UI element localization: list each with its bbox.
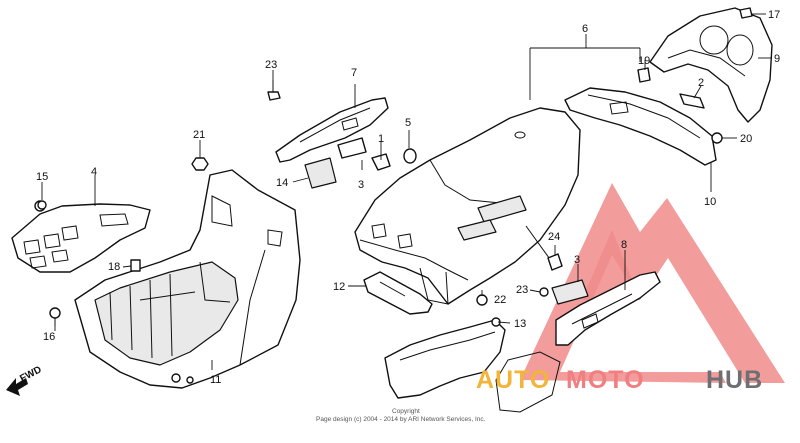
fwd-indicator: FWD <box>6 364 44 396</box>
part-4-tray-bracket <box>11 200 151 273</box>
callout-18: 18 <box>108 261 120 273</box>
part-14-pad <box>304 157 337 189</box>
callout-4: 4 <box>91 166 97 178</box>
part-3-damper-upper <box>337 137 367 159</box>
callout-14: 14 <box>276 177 288 189</box>
callout-23-upper: 23 <box>265 59 277 71</box>
callout-20: 20 <box>740 133 752 145</box>
part-15-bolt <box>37 200 47 210</box>
callout-16: 16 <box>43 331 55 343</box>
part-23-screw-lower <box>539 287 549 297</box>
copyright-line2: Page design (c) 2004 - 2014 by ARI Netwo… <box>316 416 486 423</box>
callout-5: 5 <box>405 117 411 129</box>
part-12-bracket <box>363 271 433 315</box>
part-9-tail-cowl <box>649 7 773 123</box>
callout-17: 17 <box>768 9 780 21</box>
callout-1: 1 <box>378 133 384 145</box>
callout-numbers: 1 2 3 3 4 5 6 7 8 9 10 11 12 13 14 15 16… <box>36 9 780 386</box>
watermark-auto: AUTO <box>476 366 550 394</box>
callout-10: 10 <box>704 196 716 208</box>
part-5-grommet <box>403 148 417 164</box>
callout-21: 21 <box>193 129 205 141</box>
copyright-line1: Copyright <box>392 408 420 415</box>
callout-19: 19 <box>638 55 650 67</box>
part-20-nut <box>711 132 723 144</box>
part-21-nut <box>191 157 209 171</box>
callout-8: 8 <box>621 239 627 251</box>
callout-7: 7 <box>351 67 357 79</box>
callout-15: 15 <box>36 171 48 183</box>
callout-23-lower: 23 <box>516 284 528 296</box>
watermark-moto: MOTO <box>566 366 645 394</box>
callout-24: 24 <box>548 231 560 243</box>
part-7-trim <box>275 97 389 163</box>
part-10-frame-bracket <box>564 87 717 166</box>
copyright-notice: Copyright Page design (c) 2004 - 2014 by… <box>316 408 486 423</box>
part-22-nut <box>476 294 488 306</box>
part-17-screw <box>739 7 753 19</box>
callout-22: 22 <box>494 294 506 306</box>
callout-3-upper: 3 <box>358 179 364 191</box>
fwd-arrow-icon <box>6 378 28 396</box>
fwd-label: FWD <box>18 364 43 384</box>
callout-2: 2 <box>698 77 704 89</box>
callout-13: 13 <box>514 318 526 330</box>
part-11-storage-box <box>74 169 301 389</box>
part-19-clip <box>637 67 651 83</box>
leader-lines <box>41 13 772 370</box>
part-2-plate <box>679 93 705 109</box>
callout-3-lower: 3 <box>574 254 580 266</box>
part-16-bolt <box>49 307 61 326</box>
part-3-damper-lower <box>551 279 589 305</box>
part-13-plate-bracket <box>384 317 561 413</box>
part-18-clip <box>130 259 141 272</box>
callout-11: 11 <box>210 374 221 386</box>
part-8-bracket <box>555 271 661 346</box>
watermark-text: AUTO MOTO HUB <box>476 366 763 394</box>
callout-12: 12 <box>333 281 345 293</box>
part-6-rear-fender <box>354 107 581 305</box>
callout-6: 6 <box>582 23 588 35</box>
callout-9: 9 <box>774 53 780 65</box>
watermark-hub: HUB <box>706 366 763 394</box>
part-23-screw-upper <box>267 80 281 101</box>
